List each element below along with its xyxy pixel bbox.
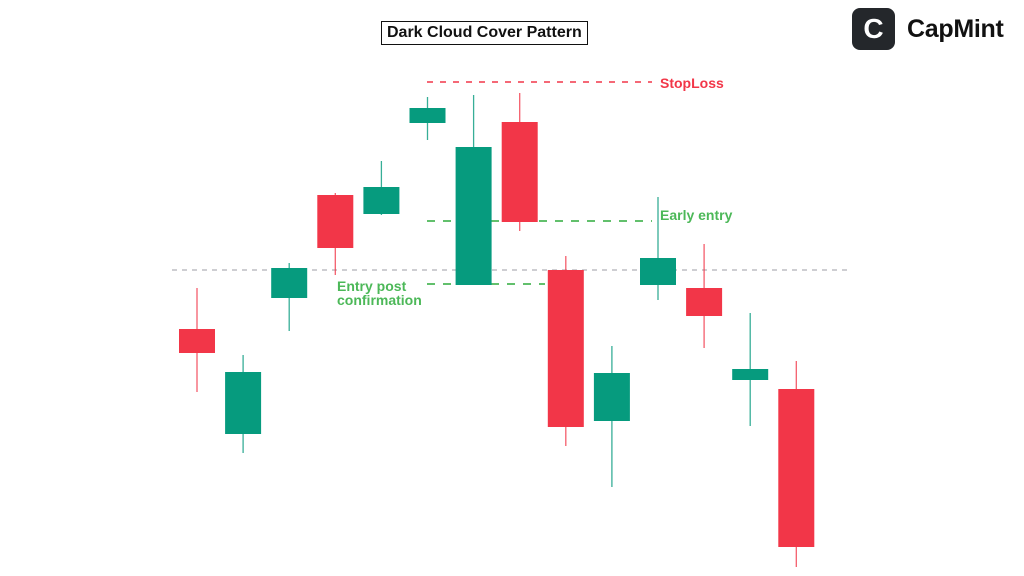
logo-text: CapMint <box>907 14 1004 43</box>
candle-body-7 <box>455 147 492 285</box>
early-entry-label: Early entry <box>660 207 733 223</box>
candle-body-14 <box>778 389 815 547</box>
stoploss-label: StopLoss <box>660 75 724 91</box>
candle-body-13 <box>732 369 769 380</box>
candle-body-1 <box>179 329 215 353</box>
entry-post-confirmation-label: Entry post confirmation <box>337 279 422 307</box>
candle-body-5 <box>363 187 400 214</box>
logo-icon: C <box>852 8 895 50</box>
capmint-logo: C CapMint <box>852 8 1004 50</box>
candle-body-10 <box>593 373 630 421</box>
candle-body-11 <box>640 258 676 285</box>
candle-body-3 <box>271 268 308 298</box>
chart-title: Dark Cloud Cover Pattern <box>381 21 588 45</box>
candle-body-6 <box>409 108 446 123</box>
candle-body-8 <box>501 122 538 222</box>
entry-post-line2: confirmation <box>337 292 422 308</box>
candle-body-12 <box>686 288 723 316</box>
candle-body-4 <box>317 195 354 248</box>
entry-post-line1: Entry post <box>337 278 407 294</box>
candle-body-9 <box>547 270 584 427</box>
candle-body-2 <box>225 372 262 434</box>
